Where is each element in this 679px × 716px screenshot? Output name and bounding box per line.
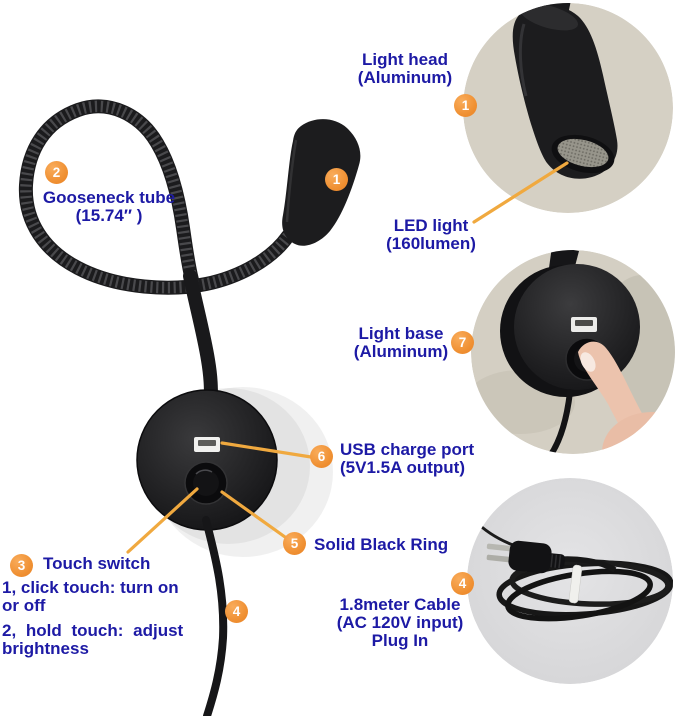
inset-cable — [547, 389, 573, 454]
gooseneck-line2: (15.74″ ) — [75, 206, 143, 225]
line-ring — [220, 490, 287, 539]
usb-line1: USB charge port — [340, 440, 475, 459]
main-lamp — [18, 99, 361, 716]
led-line2: (160lumen) — [386, 234, 476, 253]
callout-gooseneck: Gooseneck tube (15.74″ ) — [33, 189, 185, 225]
callout-cable: 1.8meter Cable (AC 120V input) Plug In — [328, 596, 472, 650]
callout-ring: Solid Black Ring — [314, 535, 449, 554]
badge-1-label: 1 — [454, 94, 477, 117]
badge-4-on-cable: 4 — [225, 600, 248, 623]
lamp-head — [282, 119, 361, 246]
cable-line3: Plug In — [371, 631, 429, 650]
power-cable — [202, 516, 228, 716]
line-usb — [220, 441, 313, 459]
badge-7-label: 7 — [451, 331, 474, 354]
touch-desc-line2: or off — [2, 595, 46, 615]
inset-usb-port — [571, 317, 597, 332]
inset-light-head — [463, 3, 673, 213]
badge-4-label: 4 — [451, 572, 474, 595]
badge-5-label: 5 — [283, 532, 306, 555]
callout-touch-title: Touch switch — [43, 554, 151, 573]
light-head-line2: (Aluminum) — [357, 68, 453, 87]
callout-usb-port: USB charge port (5V1.5A output) — [340, 441, 474, 477]
touch-button — [184, 461, 228, 505]
lamp-base — [136, 389, 278, 531]
usb-line2: (5V1.5A output) — [340, 458, 465, 477]
led-line1: LED light — [393, 216, 469, 235]
callout-led: LED light (160lumen) — [374, 217, 488, 253]
badge-6-label: 6 — [310, 445, 333, 468]
gooseneck-line1: Gooseneck tube — [42, 188, 176, 207]
touch-desc-line1: 1, click touch: turn on — [2, 578, 179, 597]
power-plug — [486, 540, 566, 574]
cable-tie — [568, 564, 583, 604]
inset-plug-cable — [467, 478, 673, 684]
led-face — [557, 138, 609, 168]
light-head-line1: Light head — [362, 50, 448, 69]
cable-line1: 1.8meter Cable — [339, 595, 461, 614]
light-base-line1: Light base — [358, 324, 444, 343]
badge-3-label: 3 — [10, 554, 33, 577]
cable-line2: (AC 120V input) — [336, 613, 464, 632]
badge-1-on-head: 1 — [325, 168, 348, 191]
callout-light-head: Light head (Aluminum) — [348, 51, 462, 87]
line-touch — [126, 487, 199, 554]
light-base-line2: (Aluminum) — [353, 342, 449, 361]
callout-lines — [126, 161, 569, 554]
line-led — [472, 161, 569, 224]
inset-light-base — [471, 250, 675, 454]
touch-desc-line4: brightness — [2, 638, 89, 658]
badge-2-label: 2 — [45, 161, 68, 184]
callout-light-base: Light base (Aluminum) — [344, 325, 458, 361]
touch-desc-line3: 2, hold touch: adjust — [2, 621, 184, 640]
callout-touch-description: 1, click touch: turn on or off 2, hold t… — [2, 579, 198, 657]
usb-port — [194, 437, 220, 452]
